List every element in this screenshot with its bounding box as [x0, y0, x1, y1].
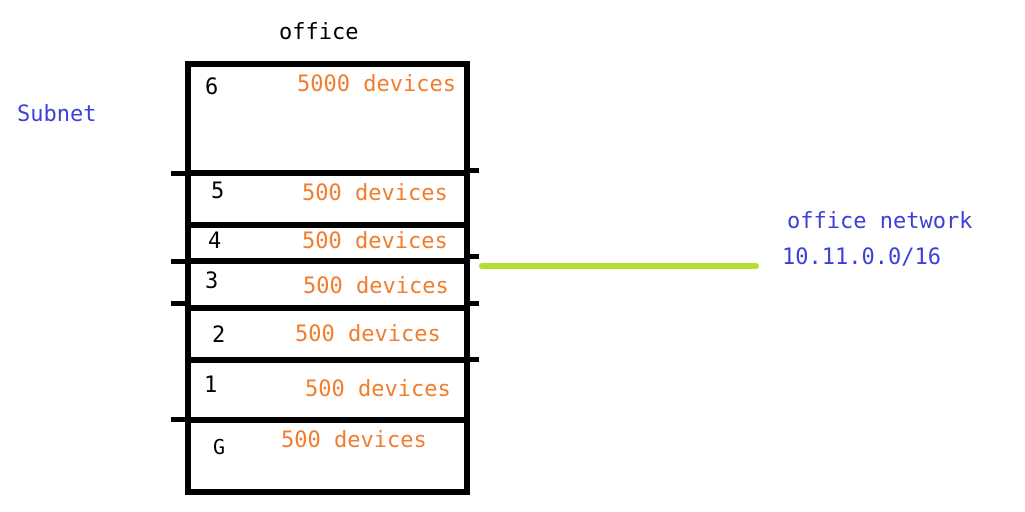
floor-device-count-6: 5000 devices	[297, 72, 456, 97]
floor-row-5: 5 500 devices	[191, 170, 464, 222]
floor-row-3: 3 500 devices	[191, 258, 464, 305]
building-title: office	[279, 20, 359, 45]
stroke-overshoot-left-2	[171, 259, 187, 264]
floor-row-1: 1 500 devices	[191, 357, 464, 417]
stroke-overshoot-right-1	[467, 168, 479, 173]
floor-row-g: G 500 devices	[191, 417, 464, 489]
stroke-overshoot-right-3	[467, 301, 479, 306]
floor-row-6: 6 5000 devices	[191, 67, 464, 170]
floor-row-4: 4 500 devices	[191, 222, 464, 258]
stroke-overshoot-left-3	[171, 301, 187, 306]
floor-device-count-4: 500 devices	[302, 229, 448, 254]
network-connector-line	[479, 263, 759, 269]
network-name-label: office network	[787, 209, 973, 234]
floor-number-3: 3	[205, 269, 219, 294]
floor-number-2: 2	[212, 323, 226, 348]
network-cidr-label: 10.11.0.0/16	[782, 245, 941, 270]
floor-device-count-g: 500 devices	[281, 428, 427, 453]
floor-number-g: G	[213, 435, 226, 459]
floor-device-count-1: 500 devices	[305, 377, 451, 402]
floor-device-count-2: 500 devices	[295, 322, 441, 347]
stroke-overshoot-right-4	[467, 357, 479, 362]
floor-row-2: 2 500 devices	[191, 305, 464, 357]
stroke-overshoot-right-2	[467, 254, 479, 259]
stroke-overshoot-left-4	[171, 417, 187, 422]
floor-number-1: 1	[204, 373, 218, 398]
office-building-box: 6 5000 devices 5 500 devices 4 500 devic…	[185, 61, 470, 495]
floor-device-count-3: 500 devices	[303, 274, 449, 299]
subnet-label: Subnet	[17, 102, 97, 127]
floor-device-count-5: 500 devices	[302, 181, 448, 206]
floor-number-5: 5	[211, 179, 225, 204]
floor-number-6: 6	[205, 75, 219, 100]
floor-number-4: 4	[208, 229, 222, 254]
stroke-overshoot-left-1	[171, 171, 187, 176]
